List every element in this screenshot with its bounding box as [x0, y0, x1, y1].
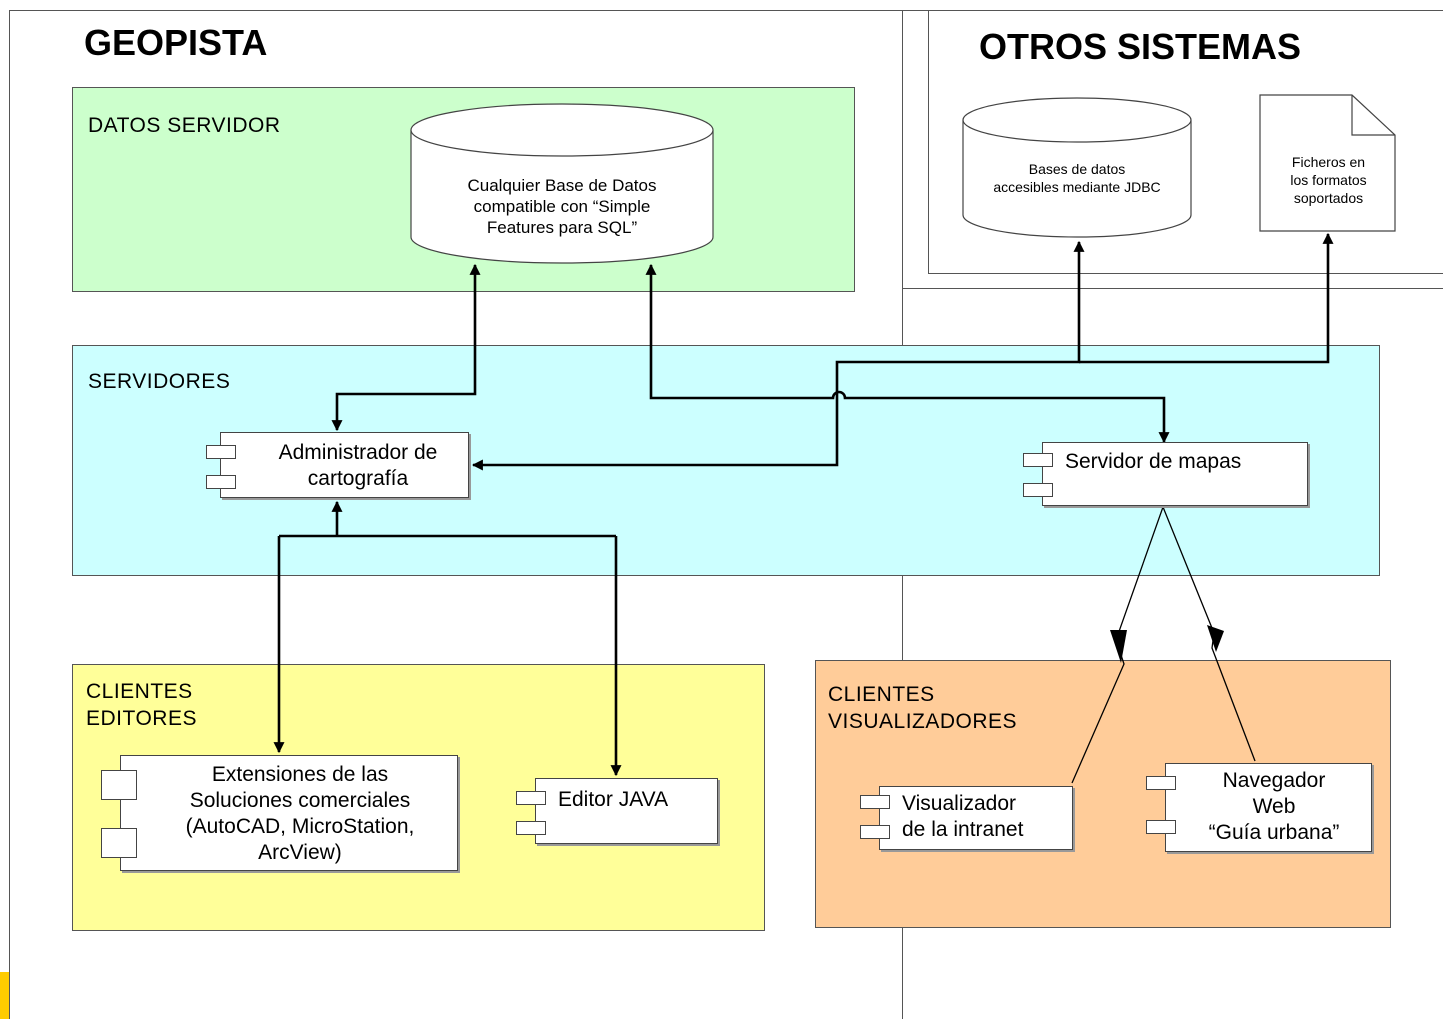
file-document-icon	[1259, 94, 1396, 232]
administrador-cartografia-component[interactable]: Administrador de cartografía	[206, 432, 469, 498]
file-document-label: Ficheros en los formatos soportados	[1290, 154, 1367, 206]
jdbc-database-icon	[962, 97, 1192, 238]
files-link	[1079, 232, 1334, 364]
administrador-label: Administrador de cartografía	[278, 441, 438, 490]
component-tab-icon	[1146, 820, 1176, 834]
extensiones-component[interactable]: Extensiones de las Soluciones comerciale…	[101, 755, 458, 871]
component-tab-icon	[516, 791, 546, 805]
component-tab-icon	[206, 475, 236, 489]
clientes-editores-label: CLIENTES EDITORES	[86, 680, 197, 730]
geopista-title: GEOPISTA	[84, 22, 268, 63]
extensiones-label: Extensiones de las Soluciones comerciale…	[185, 763, 415, 864]
db-mapserver-link	[645, 263, 1170, 444]
servidor-mapas-label: Servidor de mapas	[1065, 450, 1242, 473]
editor-java-component[interactable]: Editor JAVA	[516, 778, 718, 844]
component-tab-icon	[101, 770, 137, 800]
spatial-database-icon	[410, 103, 714, 264]
web-lightning-link	[1162, 506, 1256, 762]
servidores-label: SERVIDORES	[88, 370, 231, 393]
component-tab-icon	[860, 795, 890, 809]
clientes-visualizadores-label: CLIENTES VISUALIZADORES	[828, 683, 1018, 733]
accent-bar	[0, 972, 9, 1019]
otros-sistemas-title: OTROS SISTEMAS	[979, 26, 1302, 67]
jdbc-link	[471, 240, 1085, 471]
component-tab-icon	[1146, 776, 1176, 790]
servidor-mapas-component[interactable]: Servidor de mapas	[1023, 442, 1308, 506]
datos-servidor-label: DATOS SERVIDOR	[88, 114, 281, 137]
navegador-label: Navegador Web “Guía urbana”	[1208, 769, 1340, 844]
visualizador-intranet-component[interactable]: Visualizador de la intranet	[860, 786, 1073, 850]
component-tab-icon	[1023, 483, 1053, 497]
component-tab-icon	[101, 828, 137, 858]
component-tab-icon	[206, 445, 236, 459]
jdbc-database-label: Bases de datos accesibles mediante JDBC	[993, 161, 1161, 195]
db-admin-link	[331, 263, 481, 432]
component-tab-icon	[516, 821, 546, 835]
editor-java-label: Editor JAVA	[558, 788, 669, 811]
component-tab-icon	[860, 825, 890, 839]
spatial-database-label: Cualquier Base de Datos compatible con “…	[467, 176, 657, 237]
component-tab-icon	[1023, 453, 1053, 467]
navegador-web-component[interactable]: Navegador Web “Guía urbana”	[1146, 763, 1372, 852]
visualizador-label: Visualizador de la intranet	[902, 792, 1024, 841]
